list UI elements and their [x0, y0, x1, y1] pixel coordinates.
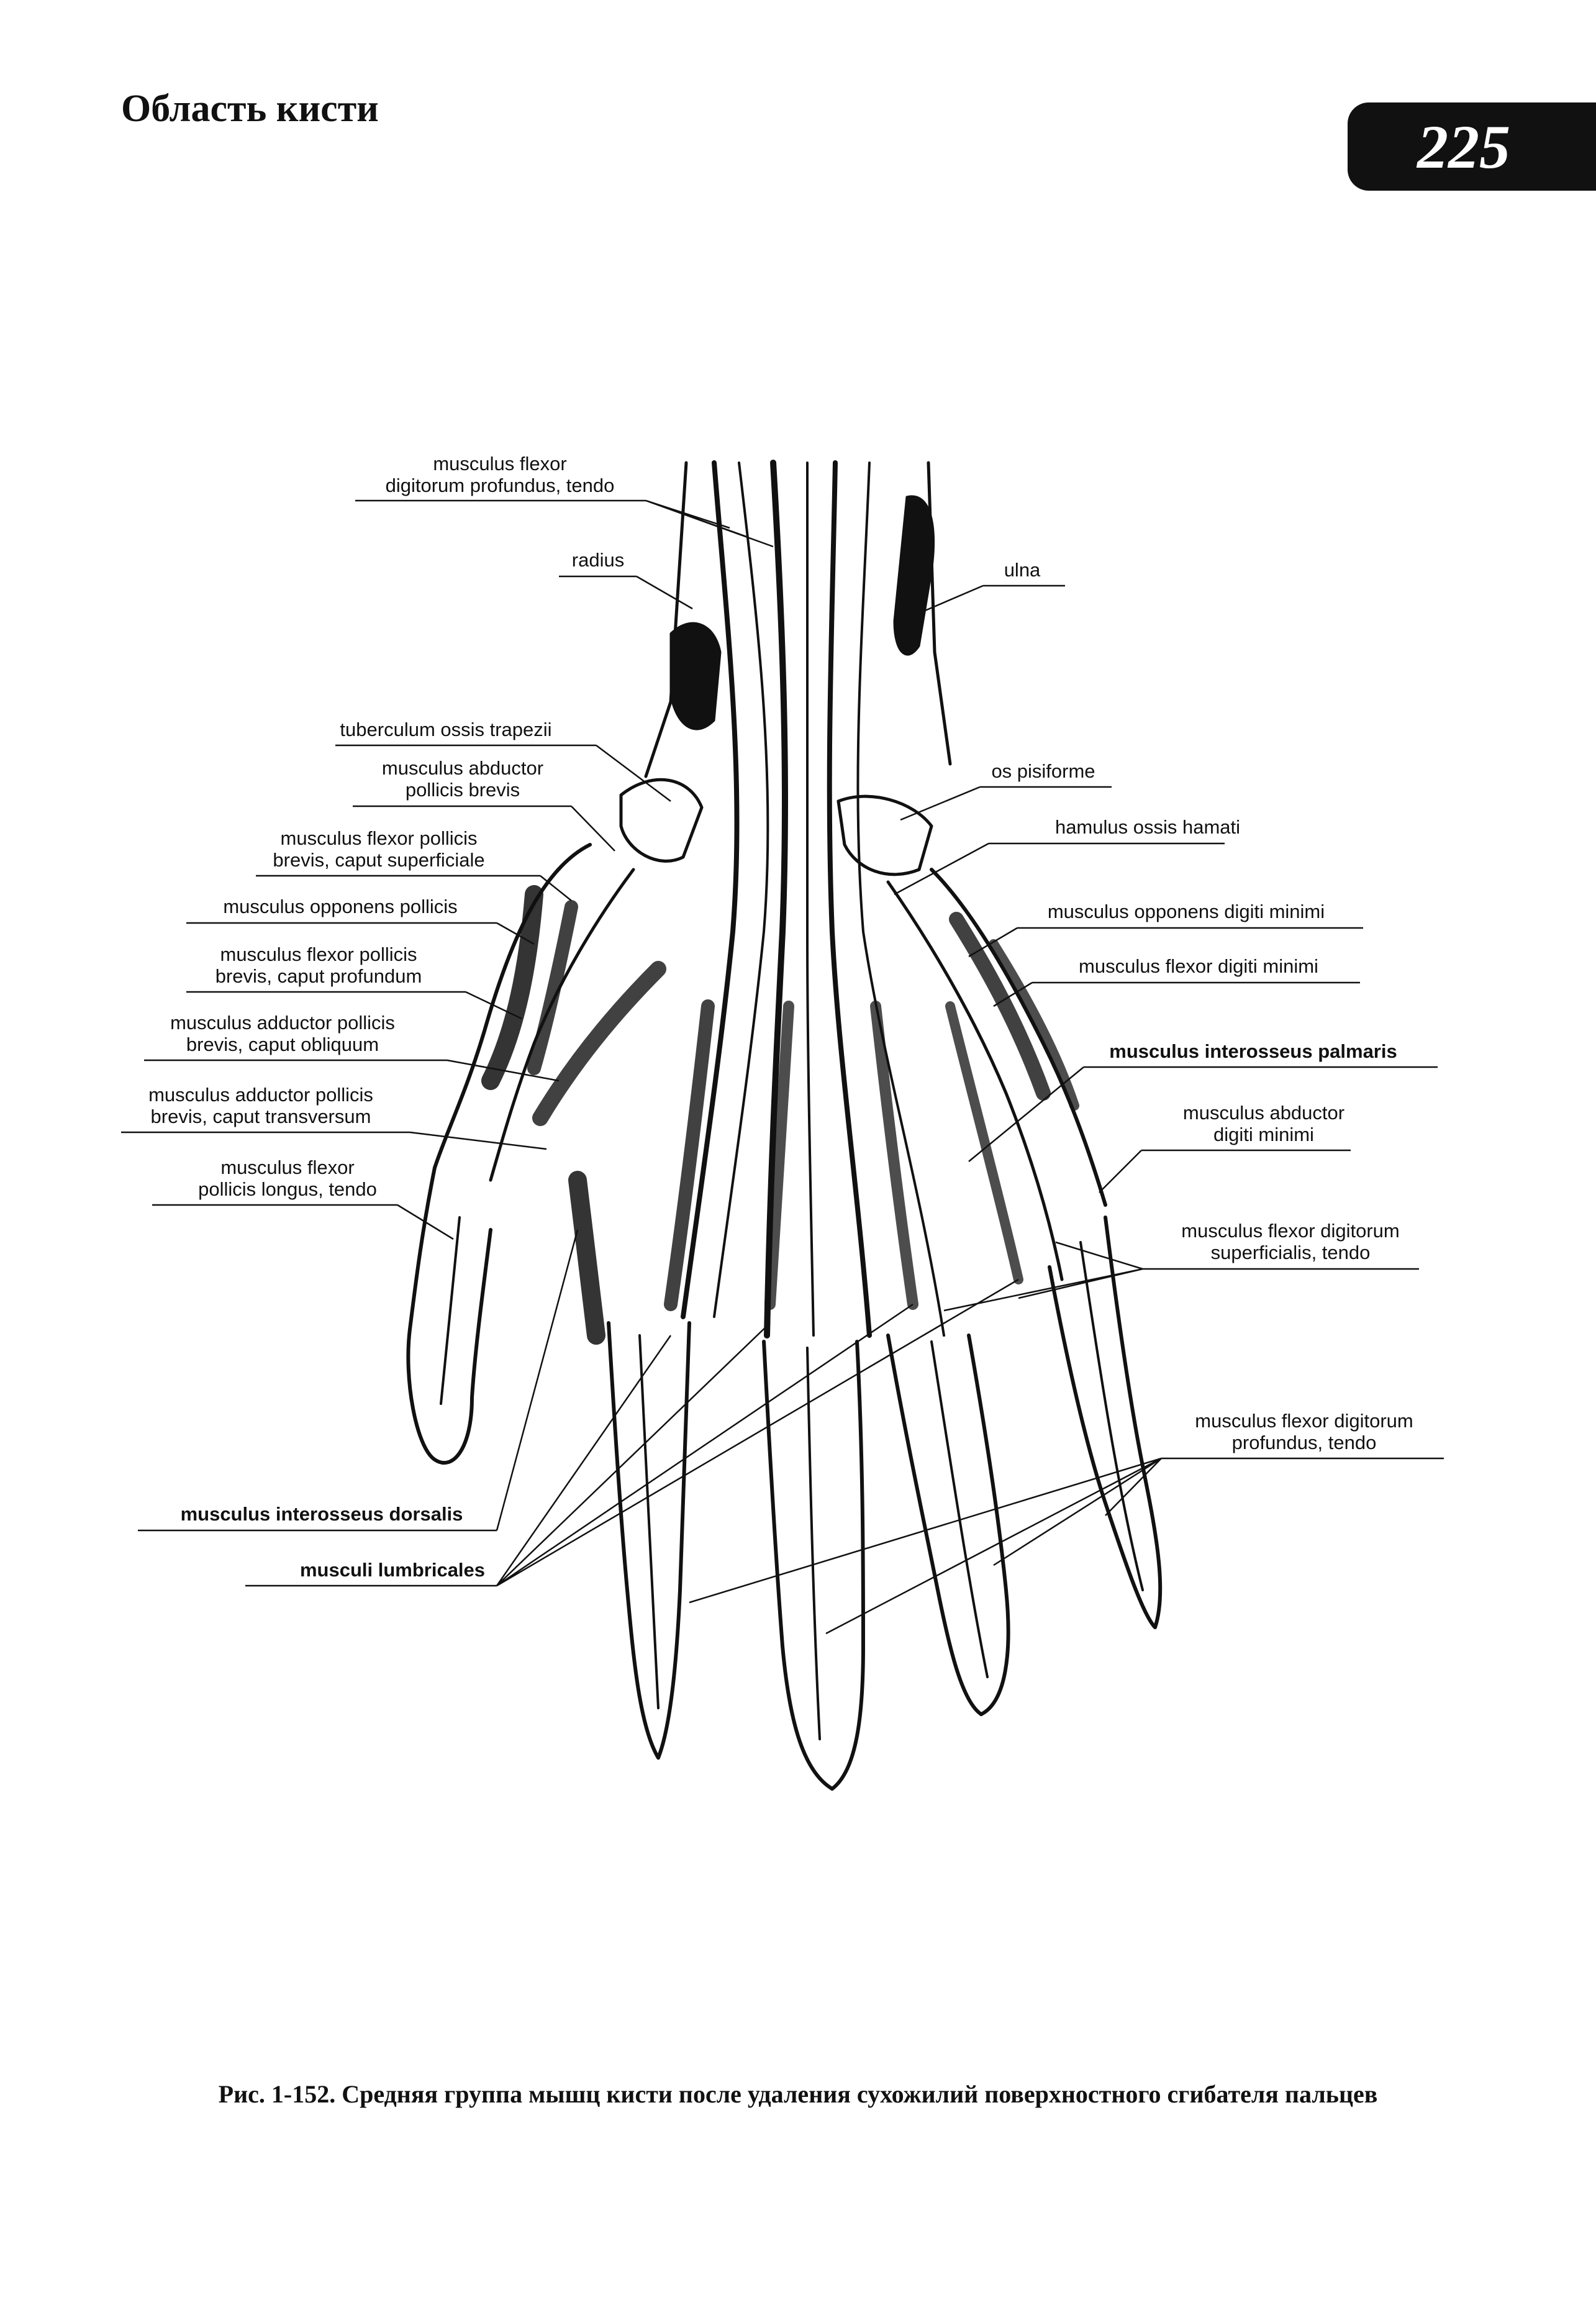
label-fpb-sup-2: brevis, caput superficiale [273, 849, 484, 871]
page-number: 225 [1417, 112, 1510, 181]
leader-fpb-prof [465, 991, 522, 1020]
label-os-pisiforme: os pisiforme [991, 760, 1095, 782]
label-fpl-2: pollicis longus, tendo [198, 1178, 377, 1200]
label-add-trans-2: brevis, caput transversum [151, 1106, 371, 1127]
label-fdp-tendo-top-2: digitorum profundus, tendo [386, 475, 615, 496]
label-apb-1: musculus abductor [382, 757, 543, 779]
leader-add-trans [409, 1131, 547, 1150]
label-lumbricales: musculi lumbricales [300, 1559, 485, 1581]
label-apb-2: pollicis brevis [406, 779, 520, 801]
label-inter-dorsalis: musculus interosseus dorsalis [181, 1503, 463, 1525]
leader-add-obl [447, 1059, 560, 1082]
leader-radius [636, 575, 693, 610]
leader-inter-dorsalis [496, 1229, 579, 1531]
label-opp-digiti: musculus opponens digiti minimi [1048, 901, 1325, 922]
leader-os-pisiforme [900, 786, 981, 821]
page-number-badge: 225 [1348, 102, 1596, 191]
label-fpb-prof-2: brevis, caput profundum [215, 965, 422, 987]
leader-fpb-sup [540, 875, 572, 901]
label-fdp-tendo-top-1: musculus flexor [433, 453, 566, 475]
page-title: Область кисти [121, 88, 379, 130]
label-inter-palmaris: musculus interosseus palmaris [1109, 1040, 1397, 1062]
leader-ulna [922, 584, 984, 613]
label-hamulus: hamulus ossis hamati [1055, 816, 1240, 838]
leader-apb [571, 806, 615, 852]
label-add-trans-1: musculus adductor pollicis [148, 1084, 373, 1106]
leader-fpl [397, 1204, 454, 1240]
hand-illustration [406, 460, 1163, 1791]
leader-opp-digiti [968, 927, 1018, 958]
leader-abd-dm [1099, 1150, 1142, 1193]
label-abd-dm-2: digiti minimi [1213, 1124, 1314, 1145]
label-add-obl-2: brevis, caput obliquum [186, 1034, 379, 1055]
figure-labels: musculus flexor digitorum profundus, ten… [121, 453, 1444, 1635]
label-fpl-1: musculus flexor [220, 1157, 354, 1178]
leader-inter-palmaris [968, 1066, 1084, 1162]
label-radius: radius [572, 549, 624, 571]
figure-caption: Рис. 1-152. Средняя группа мышц кисти по… [218, 2080, 1378, 2108]
label-tuberculum: tuberculum ossis trapezii [340, 719, 551, 740]
label-flexor-dm: musculus flexor digiti minimi [1079, 955, 1318, 977]
label-add-obl-1: musculus adductor pollicis [170, 1012, 395, 1034]
label-fdp-low-1: musculus flexor digitorum [1195, 1410, 1413, 1432]
label-fpb-sup-1: musculus flexor pollicis [281, 827, 478, 849]
label-opp-pollicis: musculus opponens pollicis [223, 896, 457, 917]
label-fds-2: superficialis, tendo [1211, 1242, 1371, 1263]
label-ulna: ulna [1004, 559, 1041, 581]
leader-fdp-low [689, 1457, 1162, 1635]
label-fdp-low-2: profundus, tendo [1232, 1432, 1377, 1453]
leader-hamulus [894, 842, 989, 896]
leader-fds [943, 1241, 1143, 1312]
leader-flexor-dm [993, 981, 1033, 1007]
label-abd-dm-1: musculus abductor [1183, 1102, 1344, 1124]
leader-opp-pollicis [496, 922, 535, 945]
label-fpb-prof-1: musculus flexor pollicis [220, 943, 417, 965]
leader-fdp-tendo-top [645, 499, 774, 548]
label-fds-1: musculus flexor digitorum [1181, 1220, 1399, 1242]
leader-tuberculum [596, 745, 671, 802]
leader-lumbricales [496, 1278, 1019, 1587]
